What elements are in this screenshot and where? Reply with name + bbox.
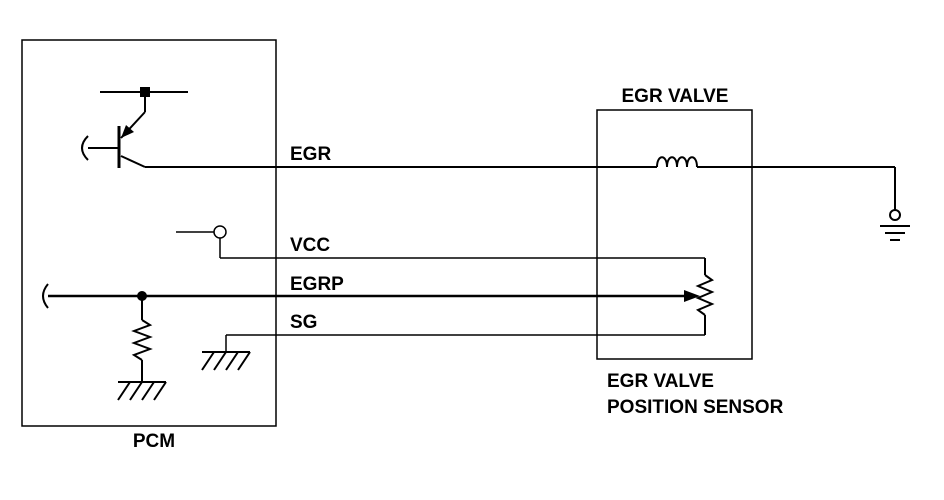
- egr-valve-box: [596, 109, 753, 360]
- emitter-arrow-icon: [121, 125, 134, 138]
- pcm-ground-hatch-2: [129, 381, 143, 401]
- egr-valve-assembly: EGR VALVE EGR VALVE POSITION SENSOR: [596, 86, 784, 418]
- ground-terminal: [889, 209, 901, 221]
- egrp-circuit: EGRP: [42, 274, 684, 401]
- pot-resistor-icon: [695, 274, 715, 316]
- transistor-driver: [81, 87, 188, 168]
- egr-valve-label: EGR VALVE: [622, 86, 729, 107]
- pcm-ground-hatch-4: [153, 381, 167, 401]
- signal-label-vcc: VCC: [290, 235, 330, 256]
- egrp-break-icon: [42, 283, 49, 309]
- egr-circuit: EGR: [145, 144, 910, 241]
- vcc-circuit: VCC: [176, 225, 705, 259]
- sg-ground-hatch-3: [225, 351, 239, 371]
- sensor-label-line1: EGR VALVE: [607, 371, 714, 392]
- sg-circuit: SG: [201, 312, 705, 371]
- signal-label-egr: EGR: [290, 144, 331, 165]
- pcm-module: PCM: [21, 39, 277, 452]
- pcm-label: PCM: [133, 431, 175, 452]
- collector-lead: [120, 155, 146, 168]
- position-sensor-pot: [684, 258, 715, 335]
- pcm-ground-hatch-1: [117, 381, 131, 401]
- sg-ground-hatch-1: [201, 351, 215, 371]
- vcc-terminal: [213, 225, 227, 239]
- sg-ground-hatch-4: [237, 351, 251, 371]
- base-break-icon: [81, 135, 89, 161]
- pullup-resistor-icon: [131, 319, 153, 361]
- supply-node: [140, 87, 150, 97]
- solenoid-coil-icon: [656, 156, 698, 168]
- signal-label-egrp: EGRP: [290, 274, 344, 295]
- sensor-label-line2: POSITION SENSOR: [607, 397, 784, 418]
- pcm-ground-hatch-3: [141, 381, 155, 401]
- sg-ground-hatch-2: [213, 351, 227, 371]
- pot-wiper-arrow-icon: [684, 290, 700, 302]
- pcm-box: [21, 39, 277, 427]
- signal-label-sg: SG: [290, 312, 317, 333]
